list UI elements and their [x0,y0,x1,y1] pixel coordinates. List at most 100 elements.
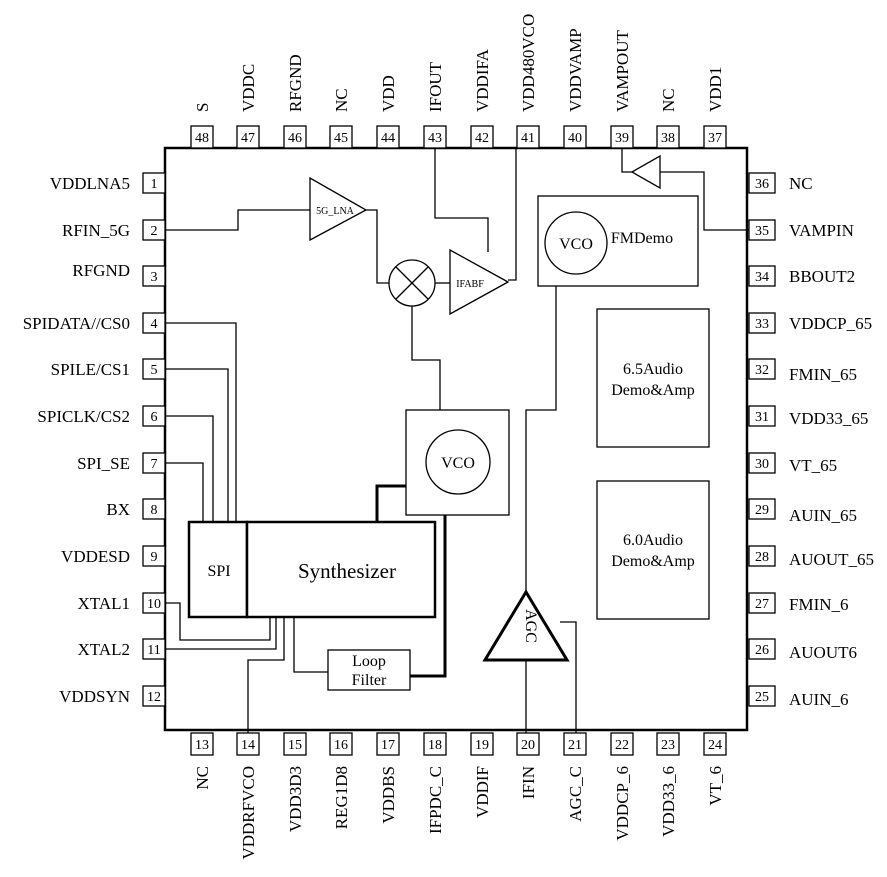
pin-12-name: VDDSYN [59,687,130,706]
pin-14-name: VDDRFVCO [239,766,258,860]
pin-47-name: VDDC [239,64,258,112]
pin-35-number: 35 [755,224,769,239]
pin-29-name: AUIN_65 [789,506,857,525]
pin-38-name: NC [659,88,678,112]
pin-4-number: 4 [151,317,158,332]
pin-5-number: 5 [151,363,158,378]
pin-13-number: 13 [195,738,209,753]
wire-agc-to-agcc [560,621,577,733]
mixer-icon [388,259,436,307]
pin-26-number: 26 [755,643,769,658]
pin-14-number: 14 [241,738,255,753]
pin-2-number: 2 [151,224,158,239]
pin-27-number: 27 [755,597,769,612]
pin-6: 6 SPICLK/CS2 [37,405,166,427]
wire-vampin [660,171,749,231]
pin-16-number: 16 [334,738,348,753]
audio-65-line1: 6.5Audio [623,361,683,378]
synthesizer-label: Synthesizer [298,559,396,583]
pin-10: 10 XTAL1 [78,592,166,614]
pin-5-name: SPILE/CS1 [51,360,130,379]
ifabf-label: IFABF [456,279,484,290]
audio-65-line2: Demo&Amp [611,382,695,399]
loop-filter-line2: Filter [352,672,387,689]
pin-1-number: 1 [151,177,158,192]
ifabf-block: IFABF [449,248,510,316]
pin-48: 48S [190,103,214,149]
pin-7-number: 7 [151,457,158,472]
pin-24-name: VT_6 [706,766,725,806]
wire-ifabf-to-pin41 [508,148,517,281]
pin-29-number: 29 [755,503,769,518]
lna-block: 5G_LNA [309,176,368,242]
pin-22-name: VDDCP_6 [613,766,632,841]
pin-12-number: 12 [147,690,161,705]
pin-21-number: 21 [568,738,582,753]
pin-12: 12 VDDSYN [59,685,166,707]
pin-48-name: S [193,103,212,112]
pin-2-name: RFIN_5G [62,221,130,240]
pin-40-number: 40 [568,131,582,146]
pin-45-number: 45 [334,131,348,146]
pin-37-name: VDD1 [706,67,725,112]
pin-30-number: 30 [755,457,769,472]
pin-3-name: RFGND [72,261,130,280]
pin-7-name: SPI_SE [77,454,130,473]
pin-10-name: XTAL1 [78,594,130,613]
wire-spi-se [165,462,204,523]
pin-45: 45 NC [329,88,353,149]
pin-46-number: 46 [288,131,302,146]
loop-filter-line1: Loop [352,653,386,670]
pin-6-name: SPICLK/CS2 [37,407,130,426]
pin-33-name: VDDCP_65 [789,314,872,333]
pin-18-number: 18 [428,738,442,753]
vco-block: VCO [405,409,510,516]
pin-45-name: NC [332,88,351,112]
pin-6-number: 6 [151,410,158,425]
pin-43-number: 43 [428,131,442,146]
agc-block: AGC [482,589,570,662]
wire-synth-to-loop [293,617,328,673]
pin-8-number: 8 [151,503,158,518]
wire-vampout [621,148,632,173]
pin-15-name: VDD3D3 [286,766,305,832]
wire-rfin-to-lna [165,209,310,231]
fm-vco-label: VCO [559,236,593,253]
pin-28-name: AUOUT_65 [789,550,874,569]
pin-20-name: IFIN [519,766,538,799]
wire-ifout [434,148,489,252]
pin-31-number: 31 [755,410,769,425]
wire-fmdemo-to-agc [525,286,557,592]
chip-package-outline [163,146,749,732]
pin-10-number: 10 [147,597,161,612]
pin-24-number: 24 [708,738,722,753]
pin-44-name: VDD [379,75,398,112]
agc-label: AGC [522,609,539,643]
wire-lna-to-mixer [366,209,389,284]
pin-25-number: 25 [755,690,769,705]
audio-60-line1: 6.0Audio [623,532,683,549]
